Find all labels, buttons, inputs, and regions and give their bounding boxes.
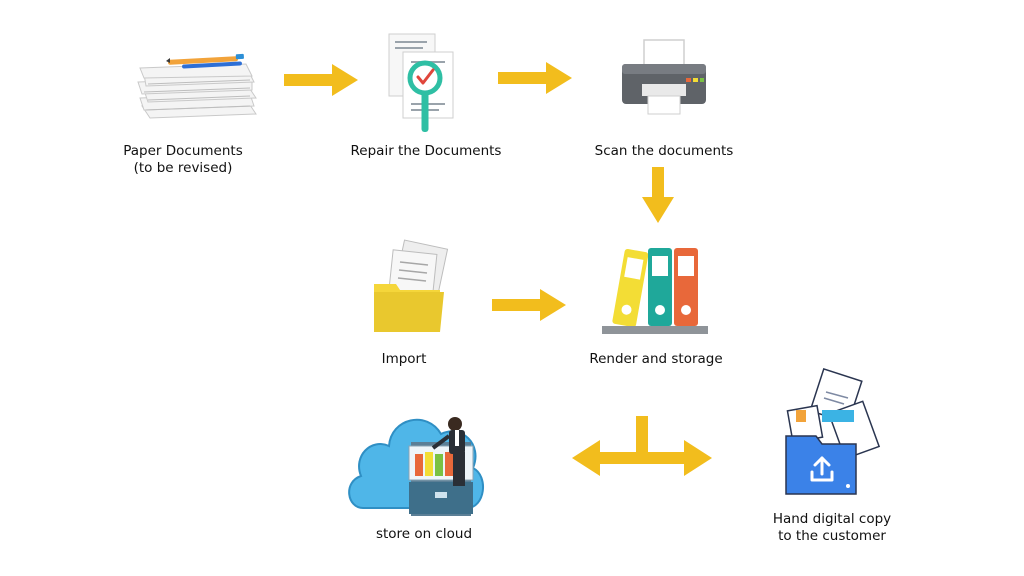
arrow-paper-to-repair (284, 64, 358, 96)
upload-folder-icon (785, 367, 881, 495)
step-label-scan: Scan the documents (594, 143, 734, 159)
arrow-scan-to-render (642, 167, 674, 223)
arrow-split-cloud-and-customer (572, 416, 712, 476)
printer-icon (622, 39, 706, 115)
step-label-render: Render and storage (589, 351, 723, 367)
cloud-cabinet-icon (348, 417, 485, 516)
step-label-repair: Repair the Documents (350, 143, 502, 159)
step-label-hand: Hand digital copy to the customer (772, 511, 892, 544)
paper-stack-icon (137, 53, 257, 119)
arrow-repair-to-scan (498, 62, 572, 94)
step-label-cloud: store on cloud (375, 526, 473, 542)
folder-documents-icon (374, 239, 449, 332)
step-label-import: Import (381, 351, 427, 367)
binders-shelf-icon (602, 248, 708, 334)
magnifier-document-icon (388, 33, 454, 132)
arrow-import-to-render (492, 289, 566, 321)
step-label-paper-documents: Paper Documents (to be revised) (123, 143, 243, 176)
